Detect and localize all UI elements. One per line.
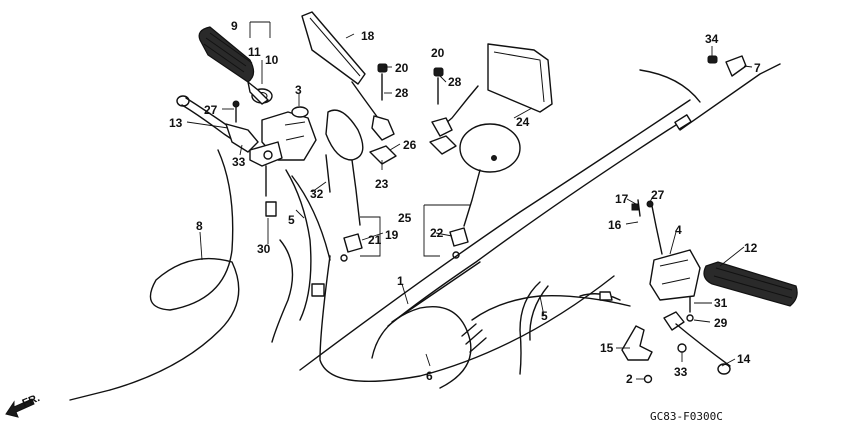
callout-20b: 20 (431, 46, 445, 60)
diagram-code: GC83-F0300C (650, 410, 723, 423)
callout-5b: 5 (541, 309, 548, 323)
callout-27b: 27 (651, 188, 665, 202)
callout-1: 1 (397, 274, 404, 288)
callout-28a: 28 (395, 86, 409, 100)
callout-14: 14 (737, 352, 751, 366)
callout-29: 29 (714, 316, 728, 330)
bolts-and-nuts (232, 55, 747, 384)
callout-2: 2 (626, 372, 633, 386)
callout-34: 34 (705, 32, 719, 46)
callout-15: 15 (600, 341, 614, 355)
front-direction-label: FR. (21, 392, 42, 410)
callout-16: 16 (608, 218, 622, 232)
callout-20a: 20 (395, 61, 409, 75)
front-brake-lever (621, 311, 731, 375)
callout-13: 13 (169, 116, 183, 130)
callout-31: 31 (714, 296, 728, 310)
right-grip (703, 261, 798, 307)
left-grip (198, 26, 273, 105)
clutch-lever (176, 95, 259, 153)
callout-19: 19 (385, 228, 399, 242)
right-mirror (431, 43, 553, 137)
round-mirror-right (459, 123, 521, 227)
callout-8: 8 (196, 219, 203, 233)
cables (69, 63, 781, 401)
callout-22: 22 (430, 226, 444, 240)
front-direction-arrow: FR. (5, 392, 42, 418)
callout-12: 12 (744, 241, 758, 255)
left-switch-housing (249, 106, 317, 167)
leader-lines (186, 21, 753, 380)
callout-27a: 27 (204, 103, 218, 117)
callout-33a: 33 (232, 155, 246, 169)
callout-3: 3 (295, 83, 302, 97)
callout-30: 30 (257, 242, 271, 256)
callout-5a: 5 (288, 213, 295, 227)
callout-32: 32 (310, 187, 324, 201)
callout-labels: 9 11 10 3 18 20 20 28 28 27 13 33 24 26 … (169, 19, 761, 386)
callout-26: 26 (403, 138, 417, 152)
callout-23: 23 (375, 177, 389, 191)
callout-11: 11 (248, 45, 261, 59)
callout-33b: 33 (674, 365, 688, 379)
callout-17: 17 (615, 192, 629, 206)
callout-28b: 28 (448, 75, 462, 89)
right-switch-housing (649, 249, 701, 301)
left-mirror (301, 11, 395, 141)
callout-18: 18 (361, 29, 375, 43)
callout-6: 6 (426, 369, 433, 383)
callout-9: 9 (231, 19, 238, 33)
round-mirror-left (325, 109, 364, 226)
callout-24: 24 (516, 115, 530, 129)
callout-10: 10 (265, 53, 279, 67)
callout-7: 7 (754, 61, 761, 75)
callout-4: 4 (675, 223, 682, 237)
callout-21: 21 (368, 233, 382, 247)
callout-25: 25 (398, 211, 412, 225)
